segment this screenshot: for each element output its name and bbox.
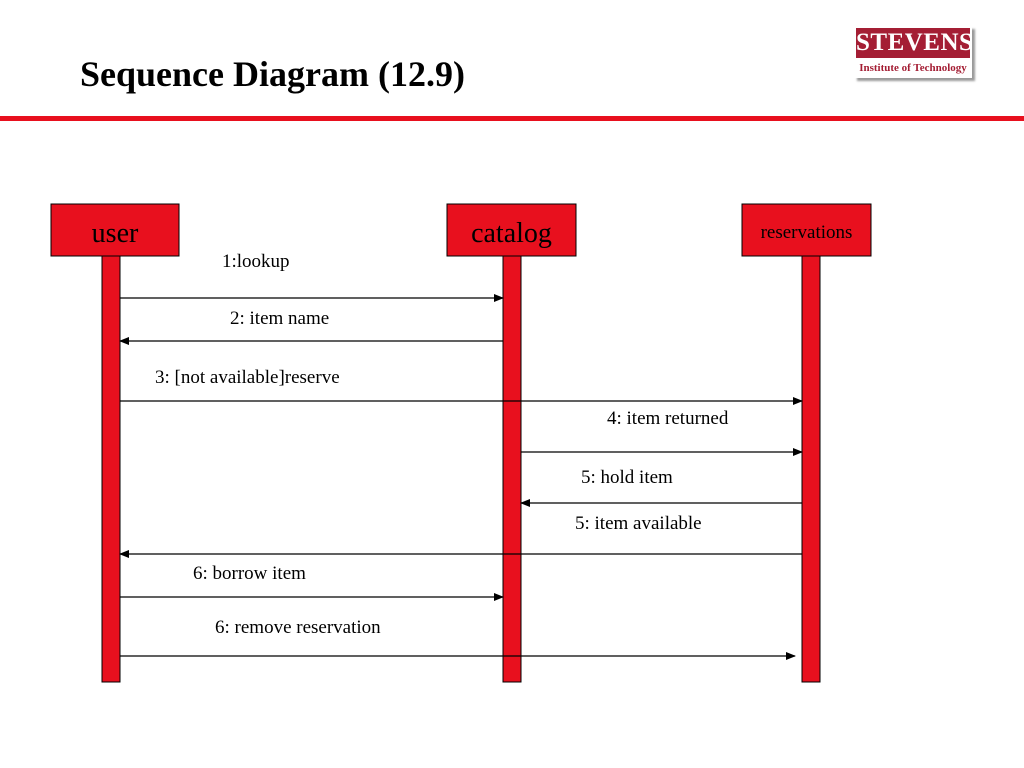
logo-subtitle: Institute of Technology	[859, 62, 967, 74]
message-label: 3: [not available]reserve	[155, 367, 340, 388]
lifeline-reservations	[801, 255, 821, 683]
message-label: 5: item available	[575, 513, 702, 534]
message-label: 5: hold item	[581, 467, 673, 488]
stevens-logo: STEVENS Institute of Technology	[854, 26, 974, 78]
message-label: 6: borrow item	[193, 563, 306, 584]
message-label: 1:lookup	[222, 251, 290, 272]
message-label: 2: item name	[230, 308, 329, 329]
title-divider	[0, 116, 1024, 121]
lifeline-user	[101, 255, 121, 683]
participant-label-reservations: reservations	[761, 222, 853, 243]
message-label: 6: remove reservation	[215, 617, 381, 638]
participant-box-reservations	[741, 203, 872, 257]
lifeline-catalog	[502, 255, 522, 683]
participant-label-catalog: catalog	[471, 218, 552, 249]
slide-title: Sequence Diagram (12.9)	[80, 54, 465, 94]
participant-box-catalog	[446, 203, 577, 257]
participant-box-user	[50, 203, 180, 257]
participant-label-user: user	[92, 218, 139, 249]
logo-name: STEVENS	[856, 28, 974, 58]
message-label: 4: item returned	[607, 408, 729, 429]
